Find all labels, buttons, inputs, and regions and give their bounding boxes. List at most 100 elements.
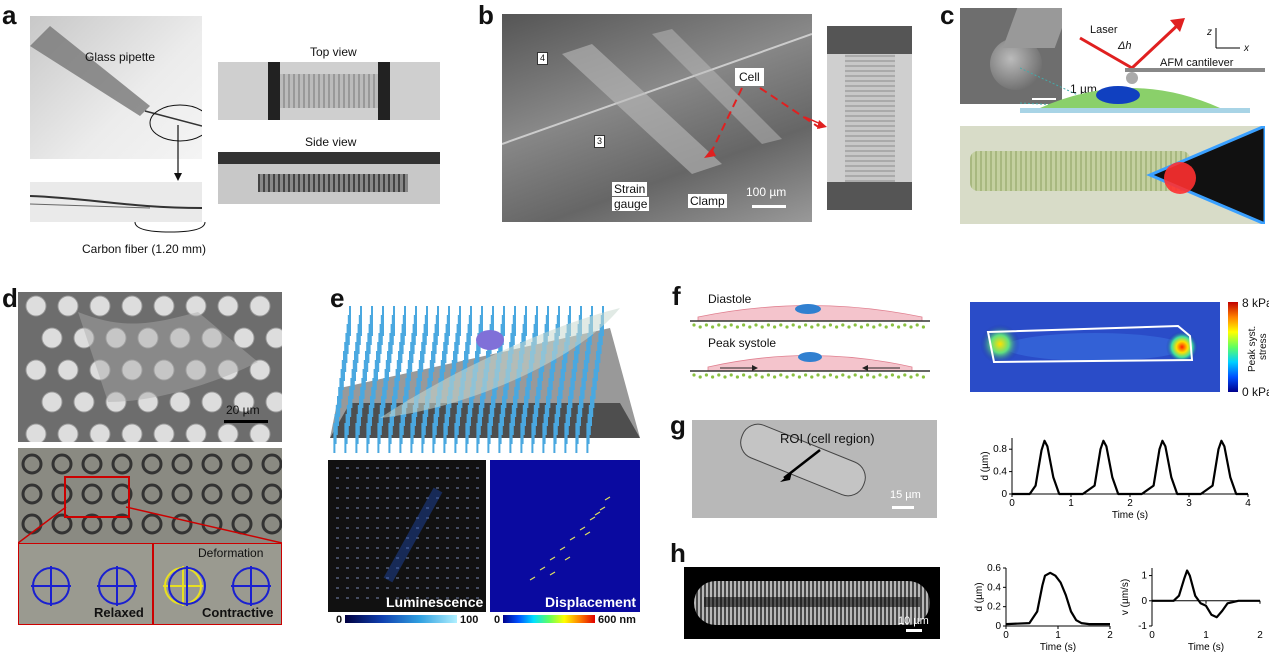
stress-map (970, 302, 1220, 392)
y-axis-label: v (µm/s) (1120, 579, 1131, 615)
x-tick-label: 0 (1003, 630, 1009, 641)
diastole-label: Diastole (708, 292, 752, 306)
side-view-label: Side view (305, 135, 357, 149)
x-axis-label: Time (s) (1040, 642, 1076, 653)
crosshair-1 (31, 566, 71, 606)
glass-pipette-label: Glass pipette (85, 50, 156, 64)
panel-label-f: f (672, 281, 681, 311)
side-view-image (218, 152, 440, 204)
x-tick-label: 0 (1009, 498, 1015, 509)
afm-cell-image (960, 126, 1265, 224)
series-line (1152, 569, 1260, 619)
strain-gauge-label-2: gauge (612, 197, 650, 211)
deformation-label: Deformation (198, 546, 264, 560)
y-tick-label: 0.8 (993, 444, 1007, 455)
d-scale-bar (224, 420, 268, 423)
panel-label-a: a (2, 0, 17, 30)
d-scale-label: 20 µm (226, 403, 260, 417)
axis-x-label: x (1244, 43, 1249, 54)
top-view-image (218, 62, 440, 120)
axis-z-label: z (1207, 27, 1212, 38)
displacement-label: Displacement (545, 594, 637, 610)
panel-label-b: b (478, 0, 494, 30)
y-tick-label: 0.4 (993, 467, 1007, 478)
x-tick-label: 4 (1245, 498, 1251, 509)
cb2-min: 0 (494, 614, 501, 626)
cb-max: 8 kPa (1242, 296, 1269, 310)
strain-gauge-label-1: Strain (612, 182, 648, 196)
y-tick-label: 0 (1001, 489, 1007, 500)
x-tick-label: 1 (1055, 630, 1061, 641)
h-scale-label: 10 µm (898, 615, 929, 627)
cb-title-2: stress (1258, 333, 1269, 360)
panel-label-d: d (2, 283, 18, 313)
y-tick-label: 0 (995, 621, 1001, 632)
x-tick-label: 2 (1257, 630, 1263, 641)
luminescence-label: Luminescence (386, 594, 484, 610)
series-line (1012, 439, 1248, 496)
panel-label-c: c (940, 0, 955, 30)
glass-pipette-image (30, 16, 202, 159)
cb2-max: 600 nm (598, 614, 636, 626)
x-tick-label: 2 (1107, 630, 1113, 641)
g-scale-label: 15 µm (890, 489, 921, 501)
x-tick-label: 1 (1203, 630, 1209, 641)
cell-schematic (690, 304, 930, 379)
x-tick-label: 3 (1186, 498, 1192, 509)
afm-cantilever-label: AFM cantilever (1160, 57, 1234, 69)
roi-image (692, 420, 937, 518)
x-tick-label: 1 (1068, 498, 1074, 509)
x-axis-label: Time (s) (1188, 642, 1224, 653)
y-axis-label: d (µm) (974, 582, 985, 611)
top-view-label: Top view (310, 45, 357, 59)
micropost-array-3d (330, 306, 640, 453)
y-tick-label: 0.2 (987, 602, 1001, 613)
panel-label-h: h (670, 538, 686, 568)
cb1-max: 100 (460, 614, 479, 626)
label-box-3: 3 (594, 135, 606, 148)
y-axis-label: d (µm) (980, 451, 991, 480)
y-tick-label: 0.6 (987, 563, 1001, 574)
stress-colorbar (1228, 302, 1238, 392)
zoom-inset (18, 543, 282, 625)
x-axis-label: Time (s) (1112, 510, 1148, 521)
panel-label-g: g (670, 410, 686, 440)
cell-label: Cell (735, 68, 764, 86)
mems-sem-image (502, 14, 812, 222)
clamp-label: Clamp (688, 194, 727, 208)
carbon-fiber-label: Carbon fiber (1.20 mm) (82, 242, 207, 256)
dh-label: Δh (1118, 40, 1132, 52)
luminescence-map (328, 460, 486, 612)
x-tick-label: 2 (1127, 498, 1133, 509)
displacement-map (490, 460, 640, 612)
cb-min: 0 kPa (1242, 385, 1269, 399)
contractive-label: Contractive (202, 605, 274, 620)
series-line (1005, 571, 1110, 626)
peak-systole-label: Peak systole (708, 336, 777, 350)
label-box-4: 4 (537, 52, 549, 65)
y-tick-label: 0 (1141, 596, 1147, 607)
afm-bead-sem-image (960, 8, 1062, 104)
afm-schematic (1020, 18, 1265, 113)
scale-bar (752, 205, 786, 208)
y-tick-label: 0.4 (987, 582, 1001, 593)
x-tick-label: 0 (1149, 630, 1155, 641)
scale-label: 100 µm (746, 185, 787, 199)
displacement-colorbar (503, 615, 595, 623)
cell-brightfield-image (827, 26, 912, 210)
cb1-min: 0 (336, 614, 343, 626)
luminescence-colorbar (345, 615, 457, 623)
laser-label: Laser (1090, 24, 1118, 36)
y-tick-label: -1 (1138, 621, 1147, 632)
sarcomere-image (684, 567, 940, 639)
micropillar-sem-image (18, 292, 282, 442)
y-tick-label: 1 (1141, 571, 1147, 582)
micropillar-optical-image (18, 448, 282, 544)
panel-label-e: e (330, 283, 345, 313)
roi-label: ROI (cell region) (780, 431, 875, 446)
relaxed-label: Relaxed (94, 605, 144, 620)
